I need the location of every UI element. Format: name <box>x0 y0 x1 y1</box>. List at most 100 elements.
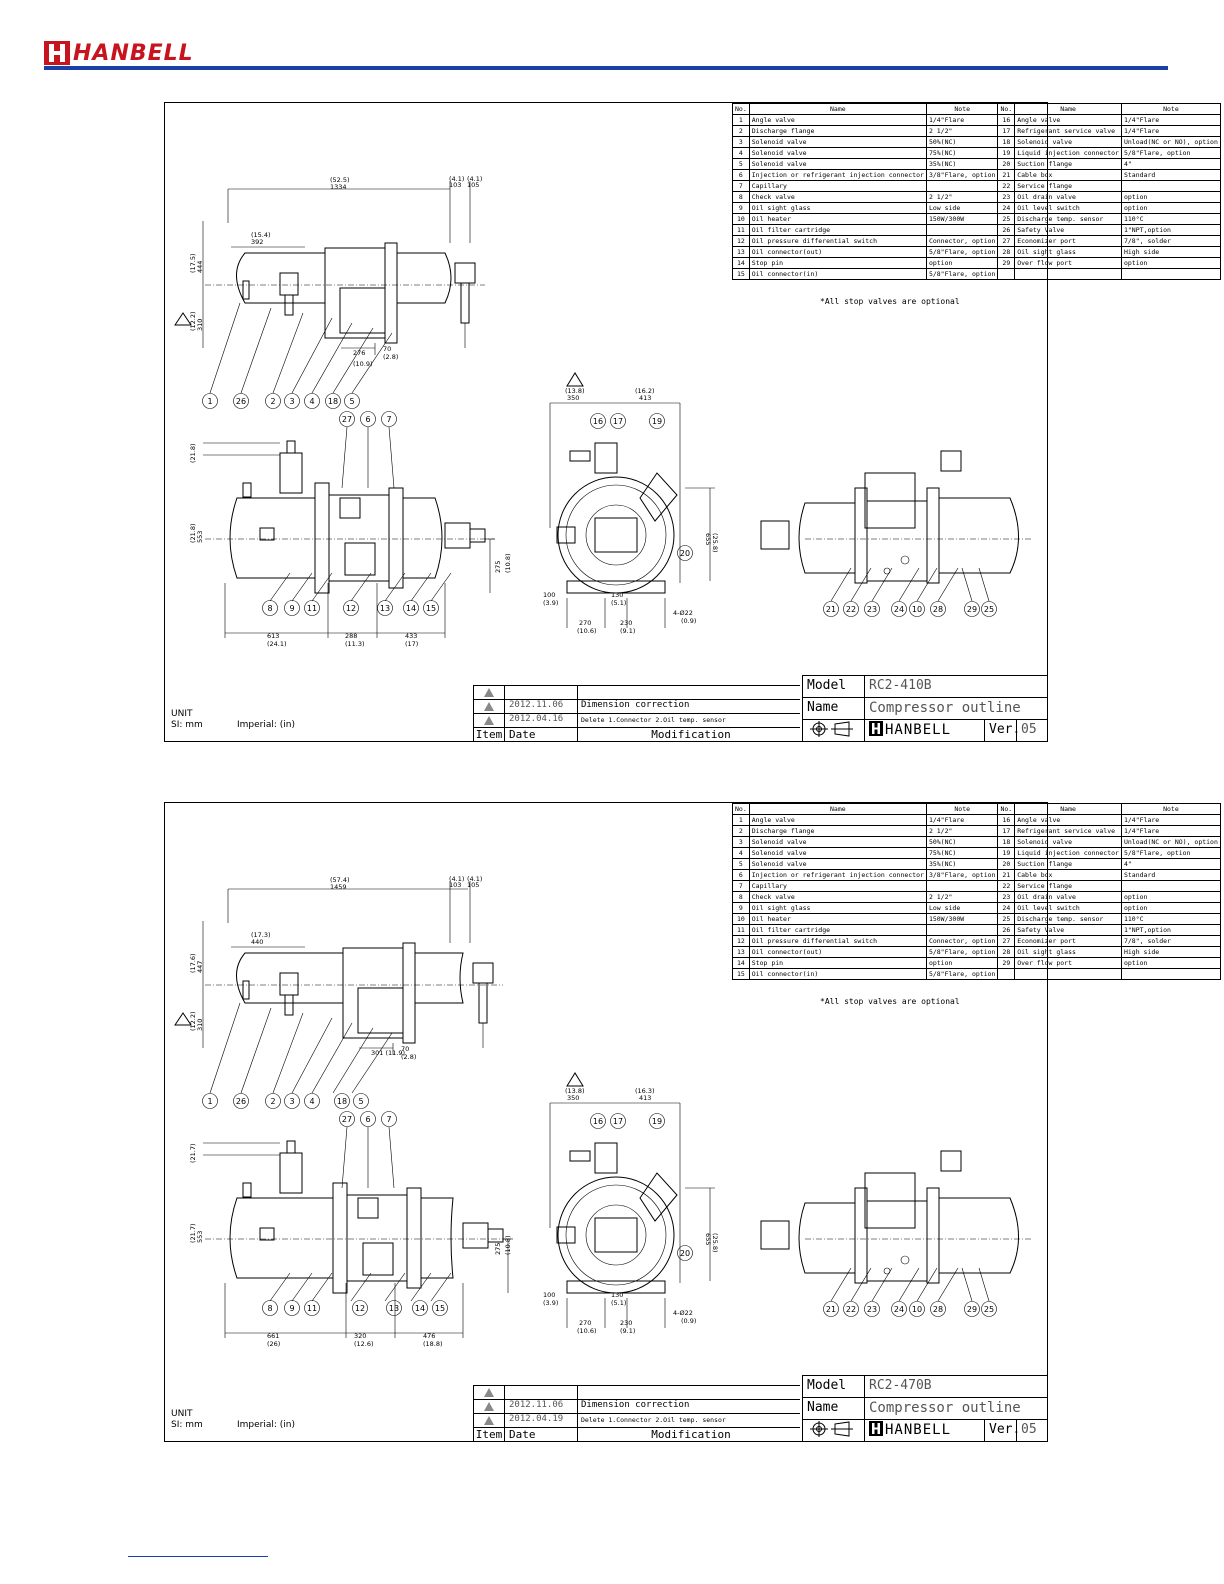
hanbell-title-text: HANBELL <box>885 1422 952 1438</box>
name-value: Compressor outline <box>865 1398 1048 1420</box>
hanbell-small-mark-icon <box>869 721 883 736</box>
dim-vertical: (21.8) <box>189 443 197 463</box>
end-view: (13.8)350(16.2)413100(3.9)130(5.1)270(10… <box>543 372 719 635</box>
callout-right-28: 28 <box>930 1301 946 1317</box>
part-note: 110°C <box>1120 913 1221 925</box>
dim-bottom-3-in: (18.8) <box>423 1340 443 1348</box>
col-note: Note <box>1120 803 1221 815</box>
callout-number: 19 <box>652 1117 662 1126</box>
callout-number: 15 <box>435 1304 445 1313</box>
callout-bottom-15: 15 <box>423 600 439 616</box>
callout-mid-6: 6 <box>360 1111 376 1127</box>
dim-end-base-4-in: (9.1) <box>620 1327 635 1335</box>
revision-modification-header: Modification <box>651 1428 731 1441</box>
dim-bottom-1-in: (26) <box>267 1340 280 1348</box>
header-rule <box>44 66 1168 70</box>
dim-vertical-2-mm: 553 <box>196 531 204 543</box>
dim-side-height: 275 <box>494 561 502 573</box>
dim-end-base-2: 130 <box>611 591 623 599</box>
callout-number: 6 <box>365 415 370 424</box>
footer-link-line[interactable] <box>128 1556 268 1557</box>
callout-number: 28 <box>933 605 943 614</box>
callout-number: 14 <box>415 1304 425 1313</box>
callout-number: 18 <box>337 1097 347 1106</box>
revision-row: 2012.11.06 Dimension correction <box>474 1400 800 1414</box>
callout-number: 23 <box>867 605 877 614</box>
projection-symbol-icon <box>803 1420 865 1442</box>
parts-row: 3 Solenoid valve 50%(NC) 18 Solenoid val… <box>732 836 1221 848</box>
callout-end-16: 16 <box>590 413 606 429</box>
callout-number: 20 <box>680 1249 690 1258</box>
callout-number: 22 <box>846 1305 856 1314</box>
parts-table: No. Name Note No. Name Note 1 Angle valv… <box>732 103 1221 280</box>
callout-number: 16 <box>593 417 603 426</box>
dim-end-base-2-in: (5.1) <box>611 599 626 607</box>
callout-number: 2 <box>270 1097 275 1106</box>
part-note <box>1120 968 1221 980</box>
callout-number: 12 <box>355 1304 365 1313</box>
dim-bottom-2-in: (11.3) <box>345 640 365 648</box>
revision-text: Dimension correction <box>581 1400 690 1410</box>
callout-bottom-11: 11 <box>304 600 320 616</box>
top-view: (52.5)1334(4.1)103(4.1)105(15.4)392(17.5… <box>174 175 485 409</box>
callout-number: 21 <box>826 605 836 614</box>
callout-top-5: 5 <box>353 1093 369 1109</box>
callout-number: 1 <box>207 397 212 406</box>
dim-height-1-mm: 444 <box>196 261 204 273</box>
dim-vertical-2-mm: 553 <box>196 1231 204 1243</box>
version-label: Ver. <box>985 720 1020 742</box>
parts-row: 2 Discharge flange 2 1/2" 17 Refrigerant… <box>732 825 1221 837</box>
callout-top-1: 1 <box>202 393 218 409</box>
unit-legend: UNIT SI: mm Imperial: (in) <box>171 1409 295 1431</box>
callout-top-26: 26 <box>233 1093 249 1109</box>
dim-end-base-3-in: (10.6) <box>577 627 597 635</box>
revision-date: 2012.11.06 <box>505 1400 578 1413</box>
callout-number: 20 <box>680 549 690 558</box>
dim-end-height-mm: 655 <box>704 533 712 545</box>
callout-number: 5 <box>349 397 354 406</box>
revision-modification-header: Modification <box>651 728 731 741</box>
parts-row: 13 Oil connector(out) 5/8"Flare, option … <box>732 246 1221 258</box>
dim-valve-offset: (4.1) <box>449 175 464 183</box>
dim-box-width: 301 (11.9) <box>371 1049 405 1057</box>
callout-number: 2 <box>270 397 275 406</box>
callout-number: 13 <box>389 1304 399 1313</box>
unit-si: SI: mm <box>171 720 203 730</box>
part-note: 5/8"Flare, option <box>1120 847 1221 859</box>
part-note: 5/8"Flare, option <box>925 268 999 280</box>
callout-bottom-11: 11 <box>304 1300 320 1316</box>
dim-left-width: (15.4) <box>251 231 271 239</box>
dim-end-base-4: 230 <box>620 1319 632 1327</box>
end-view: (13.8)350(16.3)413100(3.9)130(5.1)270(10… <box>543 1072 719 1335</box>
name-label: Name <box>803 698 865 720</box>
callout-bottom-9: 9 <box>284 1300 300 1316</box>
callout-bottom-8: 8 <box>262 600 278 616</box>
callout-mid-27: 27 <box>339 411 355 427</box>
callout-number: 23 <box>867 1305 877 1314</box>
part-note: 5/8"Flare, option <box>1120 147 1221 159</box>
parts-row: 1 Angle valve 1/4"Flare 16 Angle valve 1… <box>732 814 1221 826</box>
part-note: 4" <box>1120 158 1221 170</box>
callout-number: 21 <box>826 1305 836 1314</box>
part-note <box>1120 880 1221 892</box>
model-label: Model <box>803 676 865 698</box>
side-view: (21.7)(21.7)553275(10.8)661(26)320(12.6)… <box>189 1111 513 1348</box>
callout-number: 17 <box>613 417 623 426</box>
dim-end-width: (13.8) <box>565 1087 585 1095</box>
parts-row: 15 Oil connector(in) 5/8"Flare, option <box>732 268 1221 280</box>
callout-number: 11 <box>307 604 317 613</box>
revision-text: Dimension correction <box>581 700 690 710</box>
callout-bottom-9: 9 <box>284 600 300 616</box>
hanbell-logo-mark-icon <box>44 41 70 65</box>
part-note: Standard <box>1120 869 1221 881</box>
version-value: 05 <box>1017 720 1048 742</box>
callout-bottom-8: 8 <box>262 1300 278 1316</box>
dim-end-base-1-in: (3.9) <box>543 1299 558 1307</box>
dim-mounting-holes-in: (0.9) <box>681 1317 696 1325</box>
part-note: 110°C <box>1120 213 1221 225</box>
callout-bottom-13: 13 <box>386 1300 402 1316</box>
callout-number: 12 <box>346 604 356 613</box>
model-label: Model <box>803 1376 865 1398</box>
dim-bottom-2: 320 <box>354 1332 366 1340</box>
